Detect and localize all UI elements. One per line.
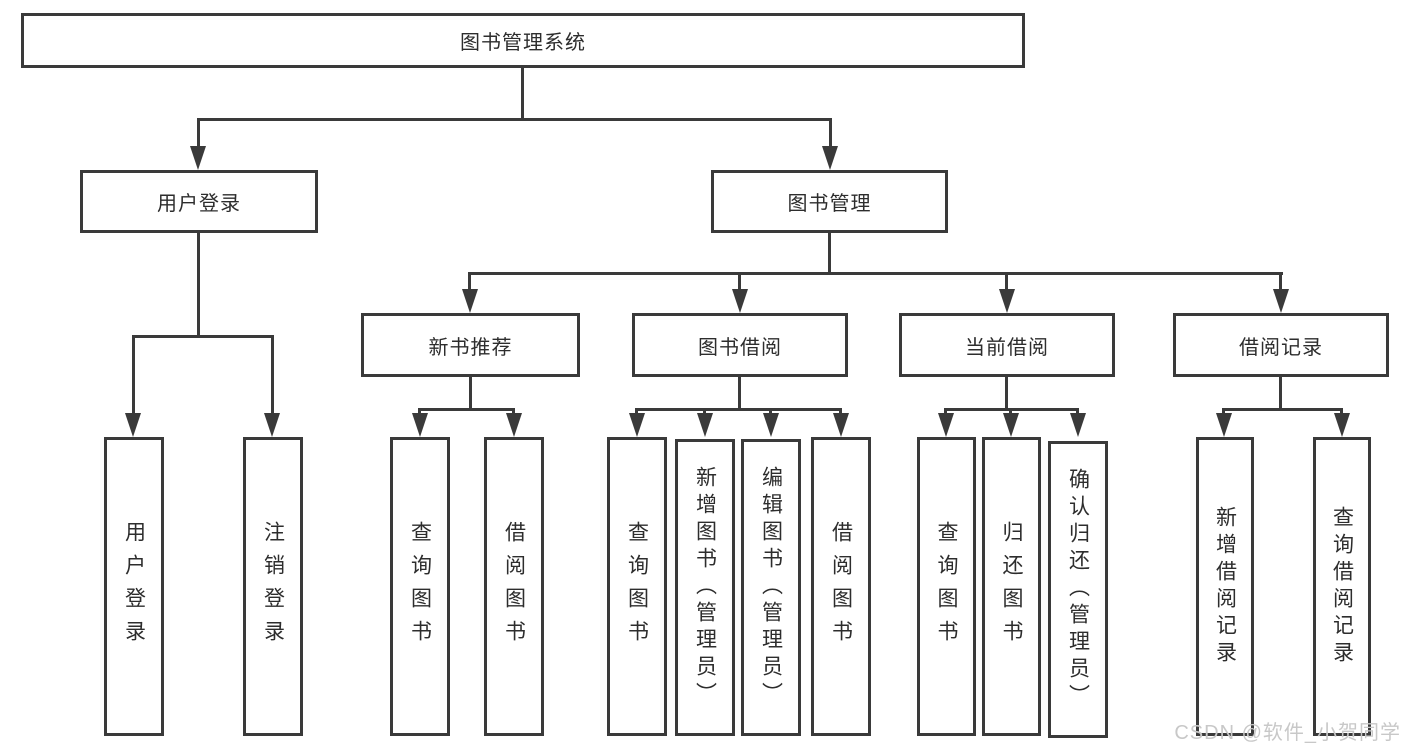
- arrow-down-icon: [125, 413, 141, 437]
- arrow-down-icon: [1003, 413, 1019, 437]
- node-label: 编辑图书（管理员）: [759, 466, 783, 709]
- arrow-down-icon: [462, 289, 478, 313]
- node-label: 新书推荐: [428, 336, 513, 359]
- leaf-add-books-admin: 新增图书（管理员）: [675, 439, 735, 736]
- arrow-down-icon: [506, 413, 522, 437]
- leaf-logout-login: 注销登录: [243, 437, 303, 736]
- node-label: 查询图书: [625, 520, 649, 653]
- connector-line: [132, 335, 135, 415]
- connector-line: [1279, 377, 1282, 410]
- node-user-login: 用户登录: [80, 170, 318, 233]
- node-label: 新增借阅记录: [1213, 505, 1237, 668]
- leaf-return-books: 归还图书: [982, 437, 1041, 736]
- connector-line: [521, 68, 524, 121]
- node-book-management: 图书管理: [711, 170, 948, 233]
- arrow-down-icon: [412, 413, 428, 437]
- node-label: 当前借阅: [965, 336, 1049, 359]
- node-label: 查询图书: [408, 520, 432, 653]
- leaf-user-login: 用户登录: [104, 437, 164, 736]
- leaf-query-borrow-record: 查询借阅记录: [1313, 437, 1371, 736]
- csdn-watermark: CSDN @软件_小贺同学: [1174, 722, 1401, 744]
- node-library-management-system: 图书管理系统: [21, 13, 1025, 68]
- leaf-confirm-return-admin: 确认归还（管理员）: [1048, 441, 1108, 738]
- node-label: 借阅图书: [829, 520, 853, 653]
- arrow-down-icon: [732, 289, 748, 313]
- node-label: 借阅记录: [1239, 336, 1323, 359]
- connector-line: [738, 272, 741, 291]
- arrow-down-icon: [999, 289, 1015, 313]
- connector-line: [197, 118, 832, 121]
- leaf-borrow-books-recommend: 借阅图书: [484, 437, 544, 736]
- arrow-down-icon: [190, 146, 206, 170]
- node-label: 注销登录: [261, 520, 285, 653]
- connector-line: [469, 377, 472, 410]
- leaf-borrow-books-borrowing: 借阅图书: [811, 437, 871, 736]
- node-new-book-recommendation: 新书推荐: [361, 313, 580, 377]
- arrow-down-icon: [697, 413, 713, 437]
- connector-line: [197, 118, 200, 148]
- connector-line: [1222, 408, 1343, 411]
- node-label: 查询图书: [935, 520, 958, 653]
- connector-line: [1005, 377, 1008, 410]
- connector-line: [418, 408, 515, 411]
- leaf-query-books-borrowing: 查询图书: [607, 437, 667, 736]
- arrow-down-icon: [822, 146, 838, 170]
- leaf-add-borrow-record: 新增借阅记录: [1196, 437, 1254, 736]
- connector-line: [468, 272, 471, 291]
- leaf-query-books-recommend: 查询图书: [390, 437, 450, 736]
- arrow-down-icon: [629, 413, 645, 437]
- connector-line: [271, 335, 274, 415]
- arrow-down-icon: [938, 413, 954, 437]
- arrow-down-icon: [1273, 289, 1289, 313]
- node-label: 图书管理系统: [460, 32, 586, 54]
- node-label: 查询借阅记录: [1330, 505, 1354, 668]
- node-current-borrowing: 当前借阅: [899, 313, 1115, 377]
- connector-line: [635, 408, 842, 411]
- arrow-down-icon: [1070, 413, 1086, 437]
- connector-line: [738, 377, 741, 410]
- leaf-query-books-current: 查询图书: [917, 437, 976, 736]
- node-label: 图书管理: [787, 193, 872, 215]
- node-label: 借阅图书: [502, 520, 526, 653]
- node-book-borrowing: 图书借阅: [632, 313, 848, 377]
- node-label: 新增图书（管理员）: [693, 466, 717, 709]
- connector-line: [197, 233, 200, 337]
- arrow-down-icon: [833, 413, 849, 437]
- node-borrowing-records: 借阅记录: [1173, 313, 1389, 377]
- connector-line: [468, 272, 1283, 275]
- node-label: 归还图书: [1000, 520, 1023, 653]
- node-label: 用户登录: [122, 520, 146, 653]
- leaf-edit-books-admin: 编辑图书（管理员）: [741, 439, 801, 736]
- connector-line: [829, 118, 832, 148]
- node-label: 用户登录: [157, 193, 241, 215]
- connector-line: [132, 335, 274, 338]
- connector-line: [1279, 272, 1282, 291]
- arrow-down-icon: [264, 413, 280, 437]
- connector-line: [1005, 272, 1008, 291]
- node-label: 图书借阅: [698, 336, 782, 359]
- arrow-down-icon: [1216, 413, 1232, 437]
- arrow-down-icon: [763, 413, 779, 437]
- node-label: 确认归还（管理员）: [1066, 468, 1090, 711]
- connector-line: [828, 233, 831, 274]
- arrow-down-icon: [1334, 413, 1350, 437]
